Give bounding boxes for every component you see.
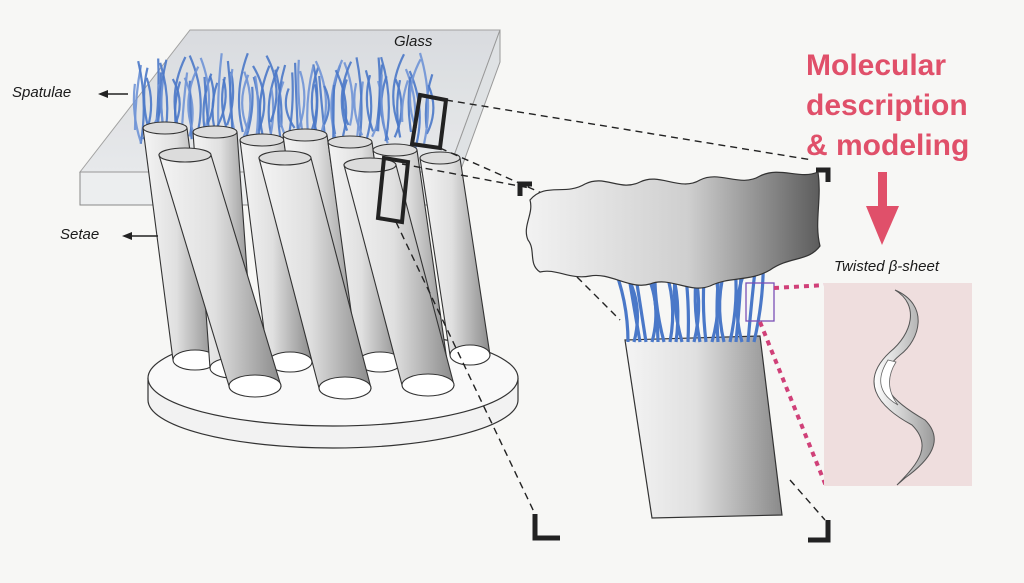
spatula-pad — [525, 171, 821, 289]
beta-sheet-guide-lines — [758, 283, 828, 487]
spatula-fiber — [396, 79, 402, 138]
spatula-fiber — [323, 85, 331, 125]
headline-line-3: & modeling — [806, 129, 970, 162]
spatula-fiber — [294, 62, 299, 129]
seta-cylinder — [258, 150, 372, 400]
spatula-fiber — [330, 59, 344, 144]
spatula-fiber — [340, 61, 353, 131]
twisted-beta-sheet-label: Twisted β-sheet — [834, 258, 939, 275]
molecular-modeling-headline: Molecular description & modeling — [806, 46, 969, 166]
spatula-fiber — [180, 72, 189, 129]
setae-cylinders — [142, 121, 491, 400]
seta-cylinder — [419, 151, 491, 366]
spatula-fiber — [297, 59, 304, 134]
seta-cylinder — [142, 121, 218, 371]
spatula-fiber — [132, 83, 142, 143]
spatula-fiber — [355, 81, 364, 141]
headline-line-1: Molecular — [806, 49, 947, 82]
spatula-fiber — [332, 84, 336, 147]
spatula-fiber — [425, 84, 435, 135]
molecule-zoom-box — [745, 282, 775, 322]
beta-sheet-panel — [824, 283, 972, 486]
left-arrow-icon — [98, 90, 158, 240]
spatula-fiber — [265, 55, 278, 123]
spatula-fiber — [245, 86, 254, 137]
seta-cylinder — [343, 157, 455, 397]
spatula-fiber — [353, 82, 364, 136]
spatula-fiber — [407, 76, 413, 133]
spatula-fiber — [365, 74, 375, 132]
zoomed-seta — [624, 335, 783, 519]
spatula-fiber — [342, 79, 350, 126]
spatulae-label: Spatulae — [12, 84, 72, 101]
seta-cylinder — [239, 133, 313, 373]
seta-cylinder — [158, 147, 282, 398]
spatula-fiber — [284, 88, 296, 129]
setae-label: Setae — [60, 226, 100, 243]
spatula-fiber — [187, 66, 200, 136]
spatula-fiber — [400, 80, 409, 123]
spatula-fiber — [314, 60, 328, 135]
spatula-fiber — [380, 56, 390, 142]
spatula-fiber — [237, 52, 249, 133]
spatula-fiber — [318, 75, 326, 135]
spatula-fiber — [241, 74, 250, 132]
spatula-fiber — [343, 61, 354, 126]
headline-line-2: description — [806, 89, 968, 122]
spatula-fiber — [377, 64, 383, 132]
spatulae-fibers — [132, 52, 435, 151]
spatula-fiber — [295, 70, 306, 134]
zoom-view-brackets — [517, 167, 831, 543]
red-down-arrow-icon — [866, 172, 899, 245]
glass-label: Glass — [394, 33, 433, 50]
